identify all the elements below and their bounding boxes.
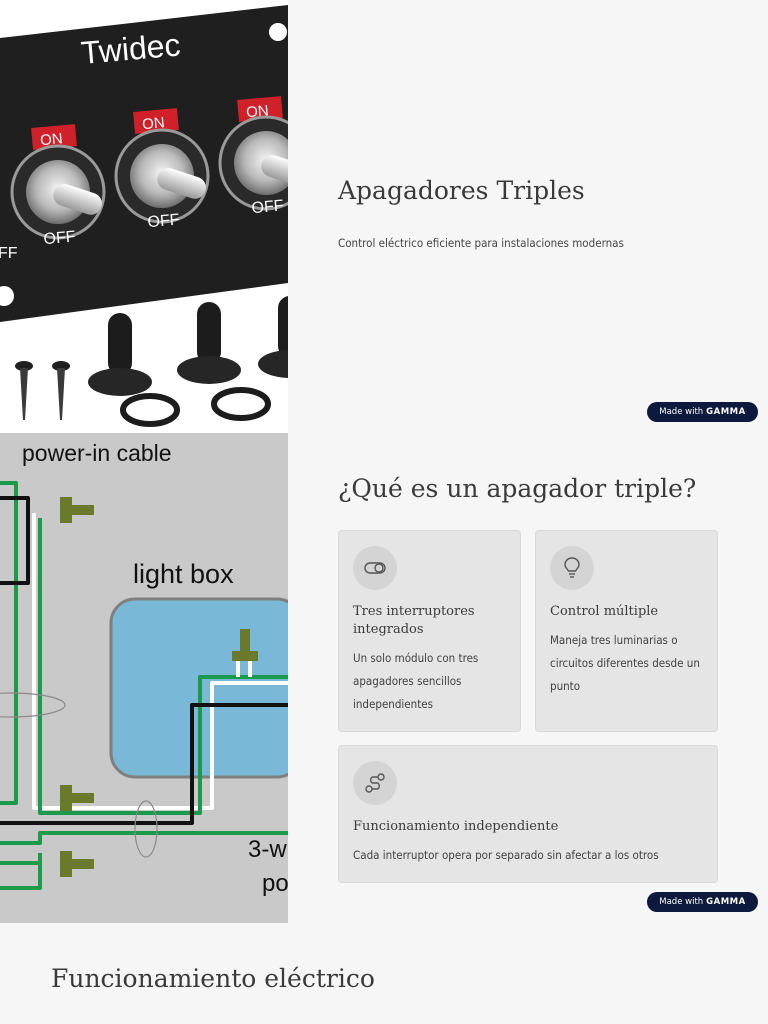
terminal-pin <box>60 785 94 811</box>
panel-brand: Twidec <box>79 26 181 71</box>
screw <box>52 361 70 420</box>
diagram-label-power: power-in cable <box>22 440 172 466</box>
lightbulb-icon <box>550 546 594 590</box>
wires <box>0 481 288 890</box>
made-with-gamma-badge[interactable]: Made with GAMMA <box>647 402 758 422</box>
rubber-boot <box>88 313 180 427</box>
svg-text:OFF: OFF <box>147 211 181 231</box>
mount-hole <box>269 23 287 41</box>
mount-hole <box>0 286 14 306</box>
card-text: Maneja tres luminarias o circuitos difer… <box>550 633 700 693</box>
toggle-switch: ON OFF <box>10 124 106 248</box>
slide-title: ¿Qué es un apagador triple? <box>338 474 697 503</box>
diagram-label-threeway: 3-w <box>248 836 287 863</box>
rubber-boot <box>258 296 288 378</box>
screw <box>15 361 33 420</box>
terminal-pin <box>232 629 258 661</box>
switch-panel-image: Twidec FF ON OFF ON OFF ON OFF <box>0 0 288 433</box>
diagram-label-box: light box <box>133 559 234 589</box>
feature-card: Control múltiple Maneja tres luminarias … <box>535 530 718 732</box>
wiring-diagram-illustration: power-in cable light box <box>0 433 288 923</box>
card-title: Control múltiple <box>550 604 659 619</box>
toggle-switch: ON OFF <box>114 108 210 231</box>
wiring-diagram-image: power-in cable light box <box>0 433 288 923</box>
card-title: Tres interruptores integrados <box>353 604 475 637</box>
card-text: Un solo módulo con tres apagadores senci… <box>353 651 479 711</box>
made-with-gamma-badge[interactable]: Made with GAMMA <box>647 892 758 912</box>
badge-brand: GAMMA <box>706 897 746 907</box>
svg-text:OFF: OFF <box>251 197 285 217</box>
slide-subtitle: Control eléctrico eficiente para instala… <box>338 236 624 250</box>
toggle-switch: ON OFF <box>218 96 288 217</box>
svg-text:ON: ON <box>142 114 166 133</box>
panel-off-label: FF <box>0 245 18 262</box>
feature-card: Tres interruptores integrados Un solo mó… <box>338 530 521 732</box>
route-icon <box>353 761 397 805</box>
feature-card: Funcionamiento independiente Cada interr… <box>338 745 718 883</box>
rubber-boot <box>177 302 271 421</box>
diagram-label-threeway-cont: po <box>262 870 288 897</box>
switch-panel-illustration: Twidec FF ON OFF ON OFF ON OFF <box>0 5 288 427</box>
terminal-pin <box>60 497 94 523</box>
slide-title: Funcionamiento eléctrico <box>51 964 375 993</box>
badge-prefix: Made with <box>659 407 704 417</box>
toggle-icon <box>353 546 397 590</box>
badge-prefix: Made with <box>659 897 704 907</box>
card-title: Funcionamiento independiente <box>353 819 559 834</box>
terminal-pin <box>60 851 94 877</box>
card-text: Cada interruptor opera por separado sin … <box>353 848 659 862</box>
svg-text:ON: ON <box>40 130 64 149</box>
badge-brand: GAMMA <box>706 407 746 417</box>
slide-title: Apagadores Triples <box>338 176 585 205</box>
svg-text:OFF: OFF <box>43 228 77 248</box>
